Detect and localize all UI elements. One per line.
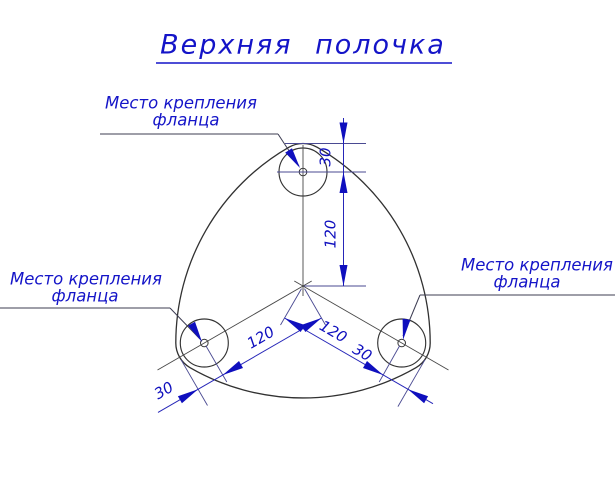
right-flange-label-line2: фланца	[494, 273, 561, 292]
arrow-30-right-edge	[407, 389, 429, 404]
arrow-120-right-flange	[363, 361, 384, 375]
left-flange-label-line2: фланца	[52, 287, 119, 306]
ext-left-tangent	[180, 359, 208, 406]
arrow-30-top-upper	[339, 122, 348, 144]
centerline-left-axis	[157, 280, 312, 371]
dim-30-top: 30	[317, 147, 335, 166]
tabletop-outline	[175, 142, 431, 399]
ext-center-left-dim	[304, 288, 326, 326]
dim-120-vertical: 120	[322, 220, 340, 249]
top-flange-label-line1: Место крепления	[105, 94, 257, 113]
dim-120-right: 120	[316, 317, 350, 347]
dim-30-left: 30	[151, 378, 177, 403]
flange-hole-right	[397, 338, 407, 348]
ext-center-right-dim	[280, 288, 302, 326]
flange-circle-right	[377, 318, 427, 368]
drawing-title: Верхняя полочка	[160, 30, 446, 61]
leader-arrow-left	[188, 321, 202, 342]
flange-circle-left	[179, 318, 229, 368]
leader-arrow-top	[285, 148, 300, 168]
centerline-right-axis	[294, 280, 449, 371]
arrow-120-bottom	[339, 265, 348, 286]
right-flange-label-line1: Место крепления	[461, 256, 613, 275]
leader-lines	[0, 133, 615, 340]
arrow-120-right-center	[284, 318, 305, 332]
dimline-right-radial	[284, 317, 434, 405]
arrow-30-top-lower	[339, 172, 348, 193]
annotations: Верхняя полочка Место крепления фланца М…	[10, 30, 613, 306]
ext-right-tangent	[397, 359, 426, 407]
dim-120-left: 120	[244, 323, 278, 353]
dim-30-right: 30	[349, 340, 375, 365]
ext-right-flange	[378, 345, 401, 383]
arrow-30-left-edge	[177, 389, 199, 404]
arrow-120-left-center	[301, 318, 322, 332]
leader-arrow-right	[402, 318, 411, 340]
extension-lines	[180, 143, 426, 407]
part-outline-group	[157, 142, 449, 399]
arrowheads	[177, 122, 429, 404]
arrow-120-left-flange	[222, 361, 243, 375]
ext-left-flange	[205, 345, 228, 383]
top-flange-label-line2: фланца	[153, 111, 220, 130]
left-flange-label-line1: Место крепления	[10, 270, 162, 289]
flange-hole-left	[200, 338, 209, 348]
